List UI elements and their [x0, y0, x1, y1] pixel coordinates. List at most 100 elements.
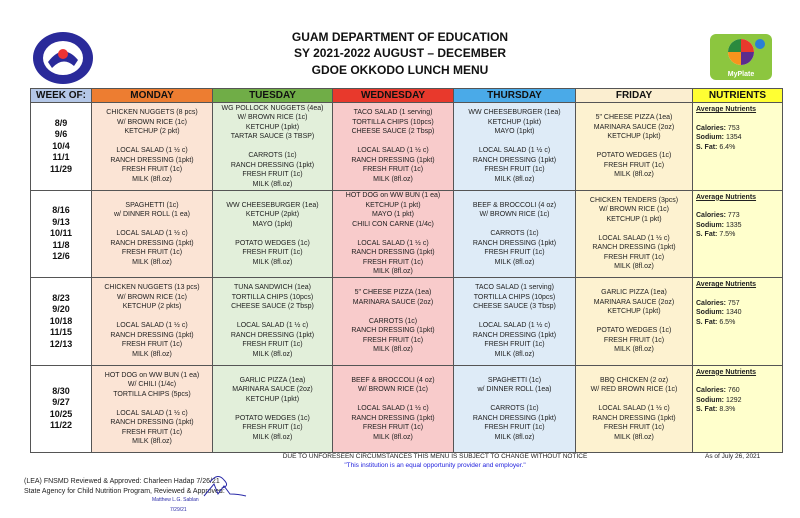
menu-item: CHEESE SAUCE (2 Tbsp): [231, 303, 314, 311]
menu-item: MILK (8fl.oz): [614, 263, 654, 271]
menu-item: RANCH DRESSING (1pkt): [472, 156, 557, 164]
menu-item: LOCAL SALAD (1 ½ c): [116, 230, 188, 237]
menu-item: MARINARA SAUCE (2oz): [593, 298, 675, 306]
menu-item: MILK (8fl.oz): [373, 433, 413, 441]
menu-item: CARROTS (1c): [490, 405, 539, 412]
menu-item: [92, 399, 212, 409]
menu-item: W/ CHILI (1/4c): [127, 381, 177, 389]
menu-item: MILK (8fl.oz): [252, 433, 293, 441]
menu-item: POTATO WEDGES (1c): [235, 239, 310, 247]
nutrient-label: S. Fat:: [696, 143, 718, 151]
menu-item: WW CHEESEBURGER (1ea): [468, 109, 561, 117]
nutrient-label: Sodium:: [696, 134, 724, 141]
menu-item: MAYO (1pkt): [494, 128, 535, 136]
menu-item: FRESH FRUIT (1c): [484, 166, 545, 174]
nutrient-sfat: S. Fat: 8.3%: [696, 405, 779, 415]
menu-item: FRESH FRUIT (1c): [242, 424, 303, 431]
menu-item: W/ BROWN RICE (1c): [117, 293, 187, 301]
week-date: 8/23: [52, 292, 70, 303]
menu-item: RANCH DRESSING (1pkt): [351, 156, 435, 164]
nutrient-value: 757: [727, 299, 740, 307]
nutrient-calories: Calories: 760: [696, 386, 779, 396]
week-date: 10/11: [49, 228, 73, 238]
menu-item: [213, 312, 332, 322]
nutrient-value: 8.3%: [719, 406, 736, 413]
menu-item: LOCAL SALAD (1 ½ c): [116, 409, 188, 417]
menu-cell-friday: GARLIC PIZZA (1ea) MARINARA SAUCE (2oz) KE…: [575, 277, 693, 366]
menu-item: [213, 142, 332, 152]
menu-item: KETCHUP (1pkt): [607, 133, 661, 140]
menu-cell-wednesday: TACO SALAD (1 serving)TORTILLA CHIPS (10…: [332, 102, 454, 191]
nutrient-sodium: Sodium: 1354: [696, 133, 779, 143]
menu-item: KETCHUP (1pkt): [245, 395, 300, 403]
nutrient-sodium: Sodium: 1335: [696, 221, 779, 231]
menu-title: GDOE OKKODO LUNCH MENU: [311, 63, 489, 77]
menu-cell-friday: CHICKEN TENDERS (3pcs)W/ BROWN RICE (1c)…: [575, 189, 693, 278]
menu-item: CHILI CON CARNE (1/4c): [352, 220, 434, 228]
menu-item: CARROTS (1c): [490, 230, 539, 237]
menu-item: KETCHUP (1pkt): [245, 123, 300, 131]
menu-item: FRESH FRUIT (1c): [242, 249, 303, 256]
menu-item: W/ BROWN RICE (1c): [479, 211, 550, 218]
school-year-title: SY 2021-2022 AUGUST – DECEMBER: [293, 46, 507, 60]
nutrient-sodium: Sodium: 1292: [696, 396, 779, 406]
menu-item: CHEESE SAUCE (3 Tbsp): [473, 303, 556, 311]
menu-item: MARINARA SAUCE (2oz): [232, 386, 313, 393]
as-of-date: As of July 26, 2021: [705, 453, 761, 460]
menu-item: BEEF & BROCCOLI (4 oz): [351, 376, 435, 384]
menu-item: FRESH FRUIT (1c): [362, 166, 424, 174]
menu-item: WW CHEESEBURGER (1ea): [226, 201, 319, 209]
svg-text:MyPlate: MyPlate: [728, 71, 755, 78]
nutrient-label: Calories:: [696, 212, 726, 219]
nutrient-label: S. Fat:: [696, 406, 718, 413]
menu-item: FRESH FRUIT (1c): [484, 341, 545, 349]
menu-item: CHEESE SAUCE (2 Tbsp): [351, 128, 435, 136]
menu-item: MILK (8fl.oz): [373, 346, 413, 353]
nutrient-value: 1335: [725, 221, 742, 229]
week-date: 11/22: [49, 420, 73, 431]
menu-item: MILK (8fl.oz): [373, 268, 413, 275]
menu-item: FRESH FRUIT (1c): [242, 341, 303, 349]
menu-item: WG POLLOCK NUGGETS (4ea): [221, 104, 324, 112]
nutrients-heading: Average Nutrients: [696, 106, 757, 113]
menu-item: KETCHUP (2 pkt): [124, 128, 180, 136]
menu-item: TORTILLA CHIPS (5pcs): [113, 390, 191, 398]
nutrient-value: 1340: [725, 309, 742, 316]
week-date: 10/25: [49, 408, 73, 419]
menu-item: FRESH FRUIT (1c): [362, 424, 424, 431]
menu-item: FRESH FRUIT (1c): [362, 336, 424, 344]
menu-item: RANCH DRESSING (1pkt): [351, 414, 435, 422]
menu-item: [576, 317, 692, 327]
menu-item: W/ BROWN RICE (1c): [599, 206, 669, 214]
menu-item: LOCAL SALAD (1 ½ c): [116, 147, 188, 155]
week-date: 12/6: [52, 251, 70, 261]
menu-item: [333, 307, 453, 317]
menu-cell-thursday: SPAGHETTI (1c)w/ DINNER ROLL (1ea)CARROT…: [453, 364, 576, 453]
menu-item: KETCHUP (1 pkt): [365, 201, 421, 209]
menu-item: FRESH FRUIT (1c): [603, 253, 665, 261]
menu-item: RANCH DRESSING (1pkt): [110, 156, 194, 164]
gdoe-seal-logo: [30, 30, 100, 86]
menu-item: LOCAL SALAD (1 ½ c): [357, 405, 429, 412]
menu-item: FRESH FRUIT (1c): [121, 166, 183, 174]
menu-item: MILK (8fl.oz): [252, 258, 293, 266]
menu-item: 5" CHEESE PIZZA (1ea): [595, 114, 673, 121]
menu-item: KETCHUP (1pkt): [607, 308, 661, 315]
nutrient-value: 1354: [725, 134, 742, 141]
nutrient-sfat: S. Fat: 6.4%: [696, 143, 779, 153]
nutrient-label: Sodium:: [696, 221, 724, 229]
menu-item: GARLIC PIZZA (1ea): [601, 289, 667, 296]
menu-item: [454, 220, 575, 230]
menu-cell-tuesday: WW CHEESEBURGER (1ea)KETCHUP (2pkt)MAYO …: [212, 189, 333, 278]
menu-cell-wednesday: HOT DOG on WW BUN (1 ea) KETCHUP (1 pkt) M…: [332, 189, 454, 278]
nutrient-calories: Calories: 757: [696, 299, 779, 309]
nutrient-value: 753: [727, 124, 740, 132]
header-nutrients: NUTRIENTS: [692, 88, 783, 103]
nutrient-calories: Calories: 753: [696, 124, 779, 134]
nutrient-value: 1292: [725, 396, 742, 404]
menu-item: LOCAL SALAD (1 ½ c): [357, 147, 429, 155]
menu-item: HOT DOG on WW BUN (1 ea): [345, 192, 441, 199]
